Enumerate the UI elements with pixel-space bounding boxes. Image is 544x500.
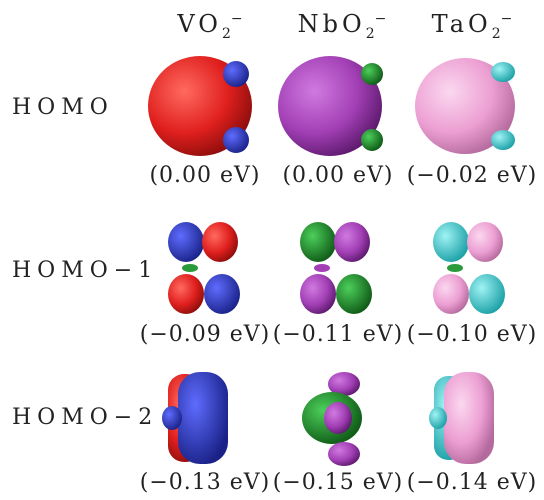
column-header-tao2: TaO2− [412,10,532,42]
formula-base: NbO [297,10,366,38]
orbital-tao2-homo-2 [429,372,494,464]
row-label-homo-2: HOMO−2 [12,405,159,430]
energy-vo2-homo-2: (−0.13 eV) [139,470,271,495]
orbital-vo2-homo [148,56,252,156]
formula-sup: − [230,11,243,27]
formula-sup: − [500,11,513,27]
energy-tao2-homo-2: (−0.14 eV) [406,470,538,495]
energy-nbo2-homo-2: (−0.15 eV) [272,470,404,495]
formula-sup: − [374,11,387,27]
energy-tao2-homo: (−0.02 eV) [406,163,538,188]
formula-base: VO [177,10,222,38]
formula-sub: 2 [221,25,231,42]
orbital-vo2-homo-2 [162,372,228,464]
orbital-nbo2-homo-1 [300,222,372,314]
formula-sub: 2 [365,25,375,42]
row-label-homo: HOMO [12,95,114,120]
formula-sub: 2 [491,25,501,42]
orbital-nbo2-homo [278,56,383,156]
energy-vo2-homo: (0.00 eV) [149,163,261,188]
orbital-nbo2-homo-2 [302,372,362,466]
energy-vo2-homo-1: (−0.09 eV) [139,322,271,347]
column-header-nbo2: NbO2− [282,10,402,42]
energy-nbo2-homo-1: (−0.11 eV) [272,322,404,347]
orbital-tao2-homo [415,58,515,154]
orbital-tao2-homo-1 [433,222,505,314]
orbital-vo2-homo-1 [168,222,240,314]
column-header-vo2: VO2− [150,10,270,42]
formula-base: TaO [431,10,492,38]
row-label-homo-1: HOMO−1 [12,258,159,283]
energy-nbo2-homo: (0.00 eV) [282,163,394,188]
energy-tao2-homo-1: (−0.10 eV) [406,322,538,347]
